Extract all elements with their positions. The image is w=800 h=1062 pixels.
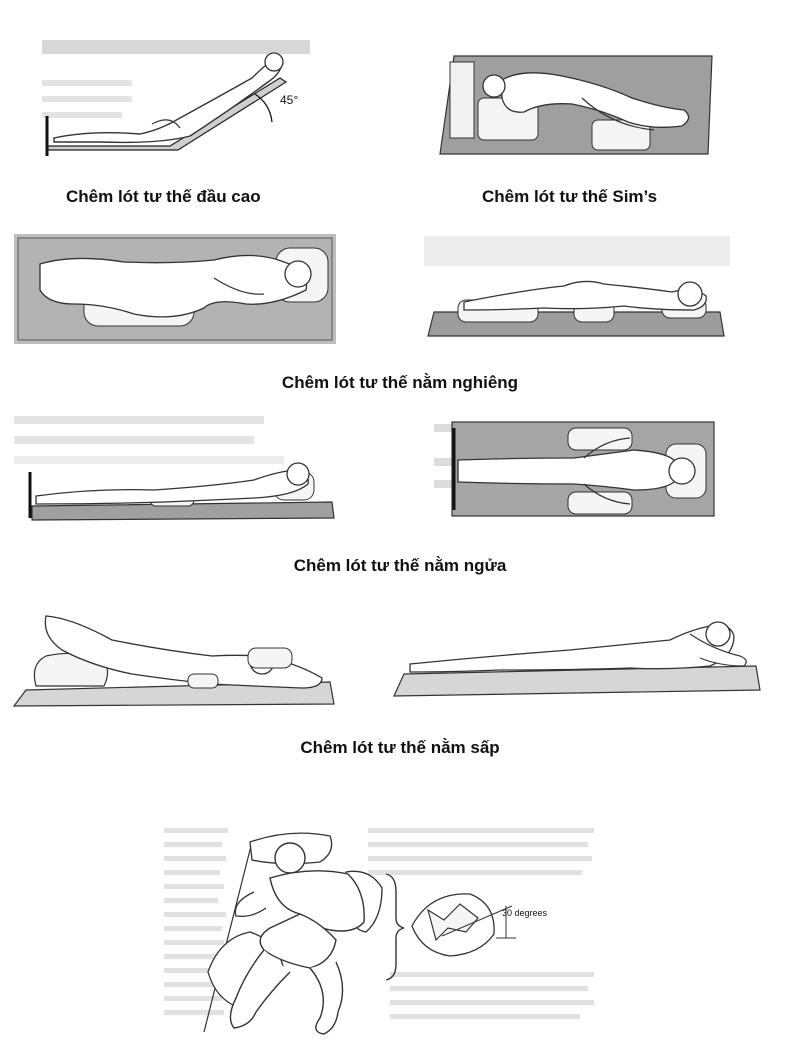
- figure-head-up: 45°: [30, 38, 320, 166]
- figure-prone-left: [12, 600, 338, 710]
- figure-sims: [432, 38, 722, 160]
- angle-label-30-degrees: 30 degrees: [502, 908, 548, 918]
- angle-label-45: 45°: [280, 93, 298, 107]
- caption-supine: Chêm lót tư thế nằm ngửa: [293, 556, 507, 575]
- figure-supine-side: [14, 410, 336, 526]
- figure-side-lying-top: [14, 234, 336, 344]
- caption-head-up: Chêm lót tư thế đầu cao: [66, 187, 261, 206]
- figure-side-lying-bottom: [424, 236, 730, 344]
- caption-side-lying: Chêm lót tư thế nằm nghiêng: [281, 373, 519, 392]
- figure-supine-top: [434, 418, 724, 528]
- caption-prone: Chêm lót tư thế nằm sấp: [300, 738, 500, 757]
- figure-prone-right: [390, 600, 764, 700]
- figure-lateral-30-degrees: 30 degrees: [160, 822, 600, 1038]
- caption-sims: Chêm lót tư thế Sim’s: [482, 187, 658, 206]
